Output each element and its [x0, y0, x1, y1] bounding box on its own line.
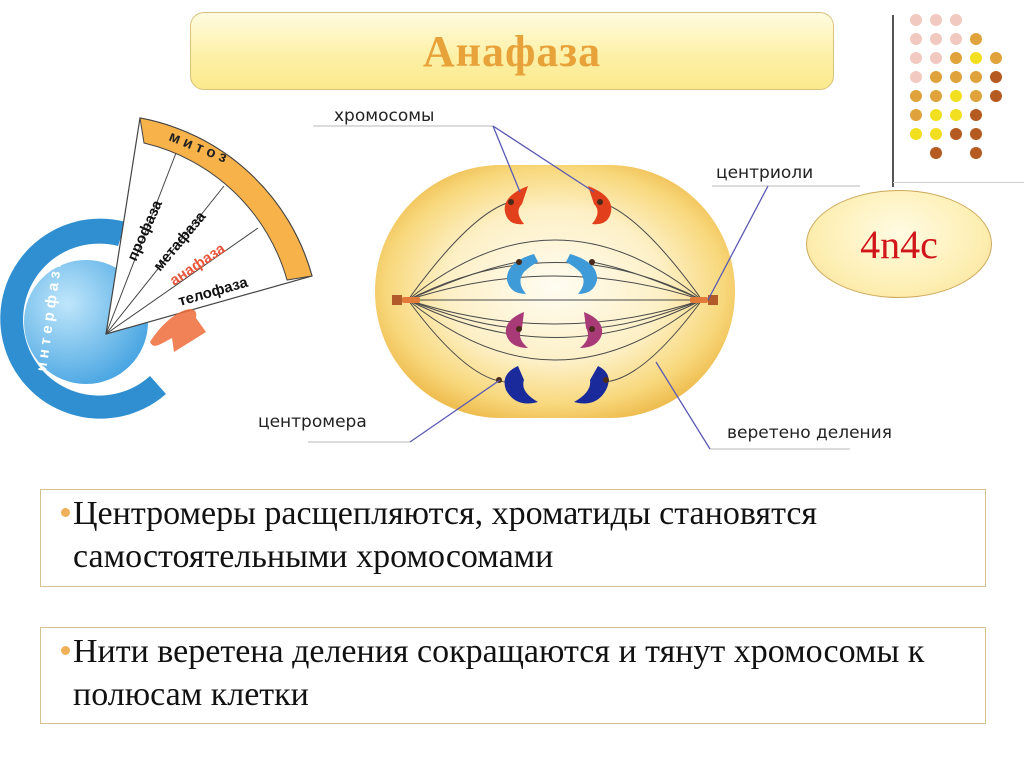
bullet-text-2: Нити веретена деления сокращаются и тяну…	[73, 633, 925, 713]
bullet-icon	[61, 508, 70, 517]
cell-body	[375, 165, 735, 418]
chromosome-cyan-right	[566, 254, 598, 294]
pointer-lines	[308, 125, 860, 450]
chromosome-red-left	[504, 186, 528, 225]
label-spindle: веретено деления	[727, 423, 892, 443]
title-banner: Анафаза	[190, 12, 834, 90]
divider-line	[105, 185, 225, 335]
mitosis-band	[139, 117, 313, 281]
centromere-dots	[496, 199, 609, 383]
centriole-icon	[690, 295, 718, 305]
decorative-dots-icon	[908, 12, 1018, 167]
bullet-icon	[61, 646, 70, 655]
dividing-cell	[375, 165, 735, 418]
ploidy-formula: 4n4c	[860, 221, 938, 267]
chromosome-cyan-left	[506, 254, 538, 294]
cell-cycle-wheel: м и т о з и н т е р ф а з а профаза мета…	[0, 117, 313, 419]
divider-line	[105, 152, 177, 335]
page-title: Анафаза	[422, 26, 602, 76]
chromosome-navy-right	[574, 366, 609, 404]
curved-arrow-icon	[150, 309, 206, 352]
anaphase-diagram: м и т о з и н т е р ф а з а профаза мета…	[0, 106, 892, 450]
interphase-arc	[0, 218, 167, 419]
label-chromosomes: хромосомы	[334, 106, 434, 126]
bullet-text-1: Центромеры расщепляются, хроматиды стано…	[73, 495, 818, 575]
label-centromere: центромера	[258, 412, 367, 432]
label-centrioles: центриоли	[716, 163, 813, 183]
divider-line	[105, 227, 259, 335]
centriole-icon	[392, 295, 420, 305]
bullet-box-2: Нити веретена деления сокращаются и тяну…	[40, 627, 986, 724]
divider-vertical	[892, 15, 894, 187]
chromosome-red-right	[588, 186, 612, 225]
ploidy-ellipse: 4n4c	[806, 190, 992, 298]
chromosome-navy-left	[504, 366, 538, 404]
bullet-box-1: Центромеры расщепляются, хроматиды стано…	[40, 489, 986, 587]
divider-horizontal	[893, 182, 1024, 183]
